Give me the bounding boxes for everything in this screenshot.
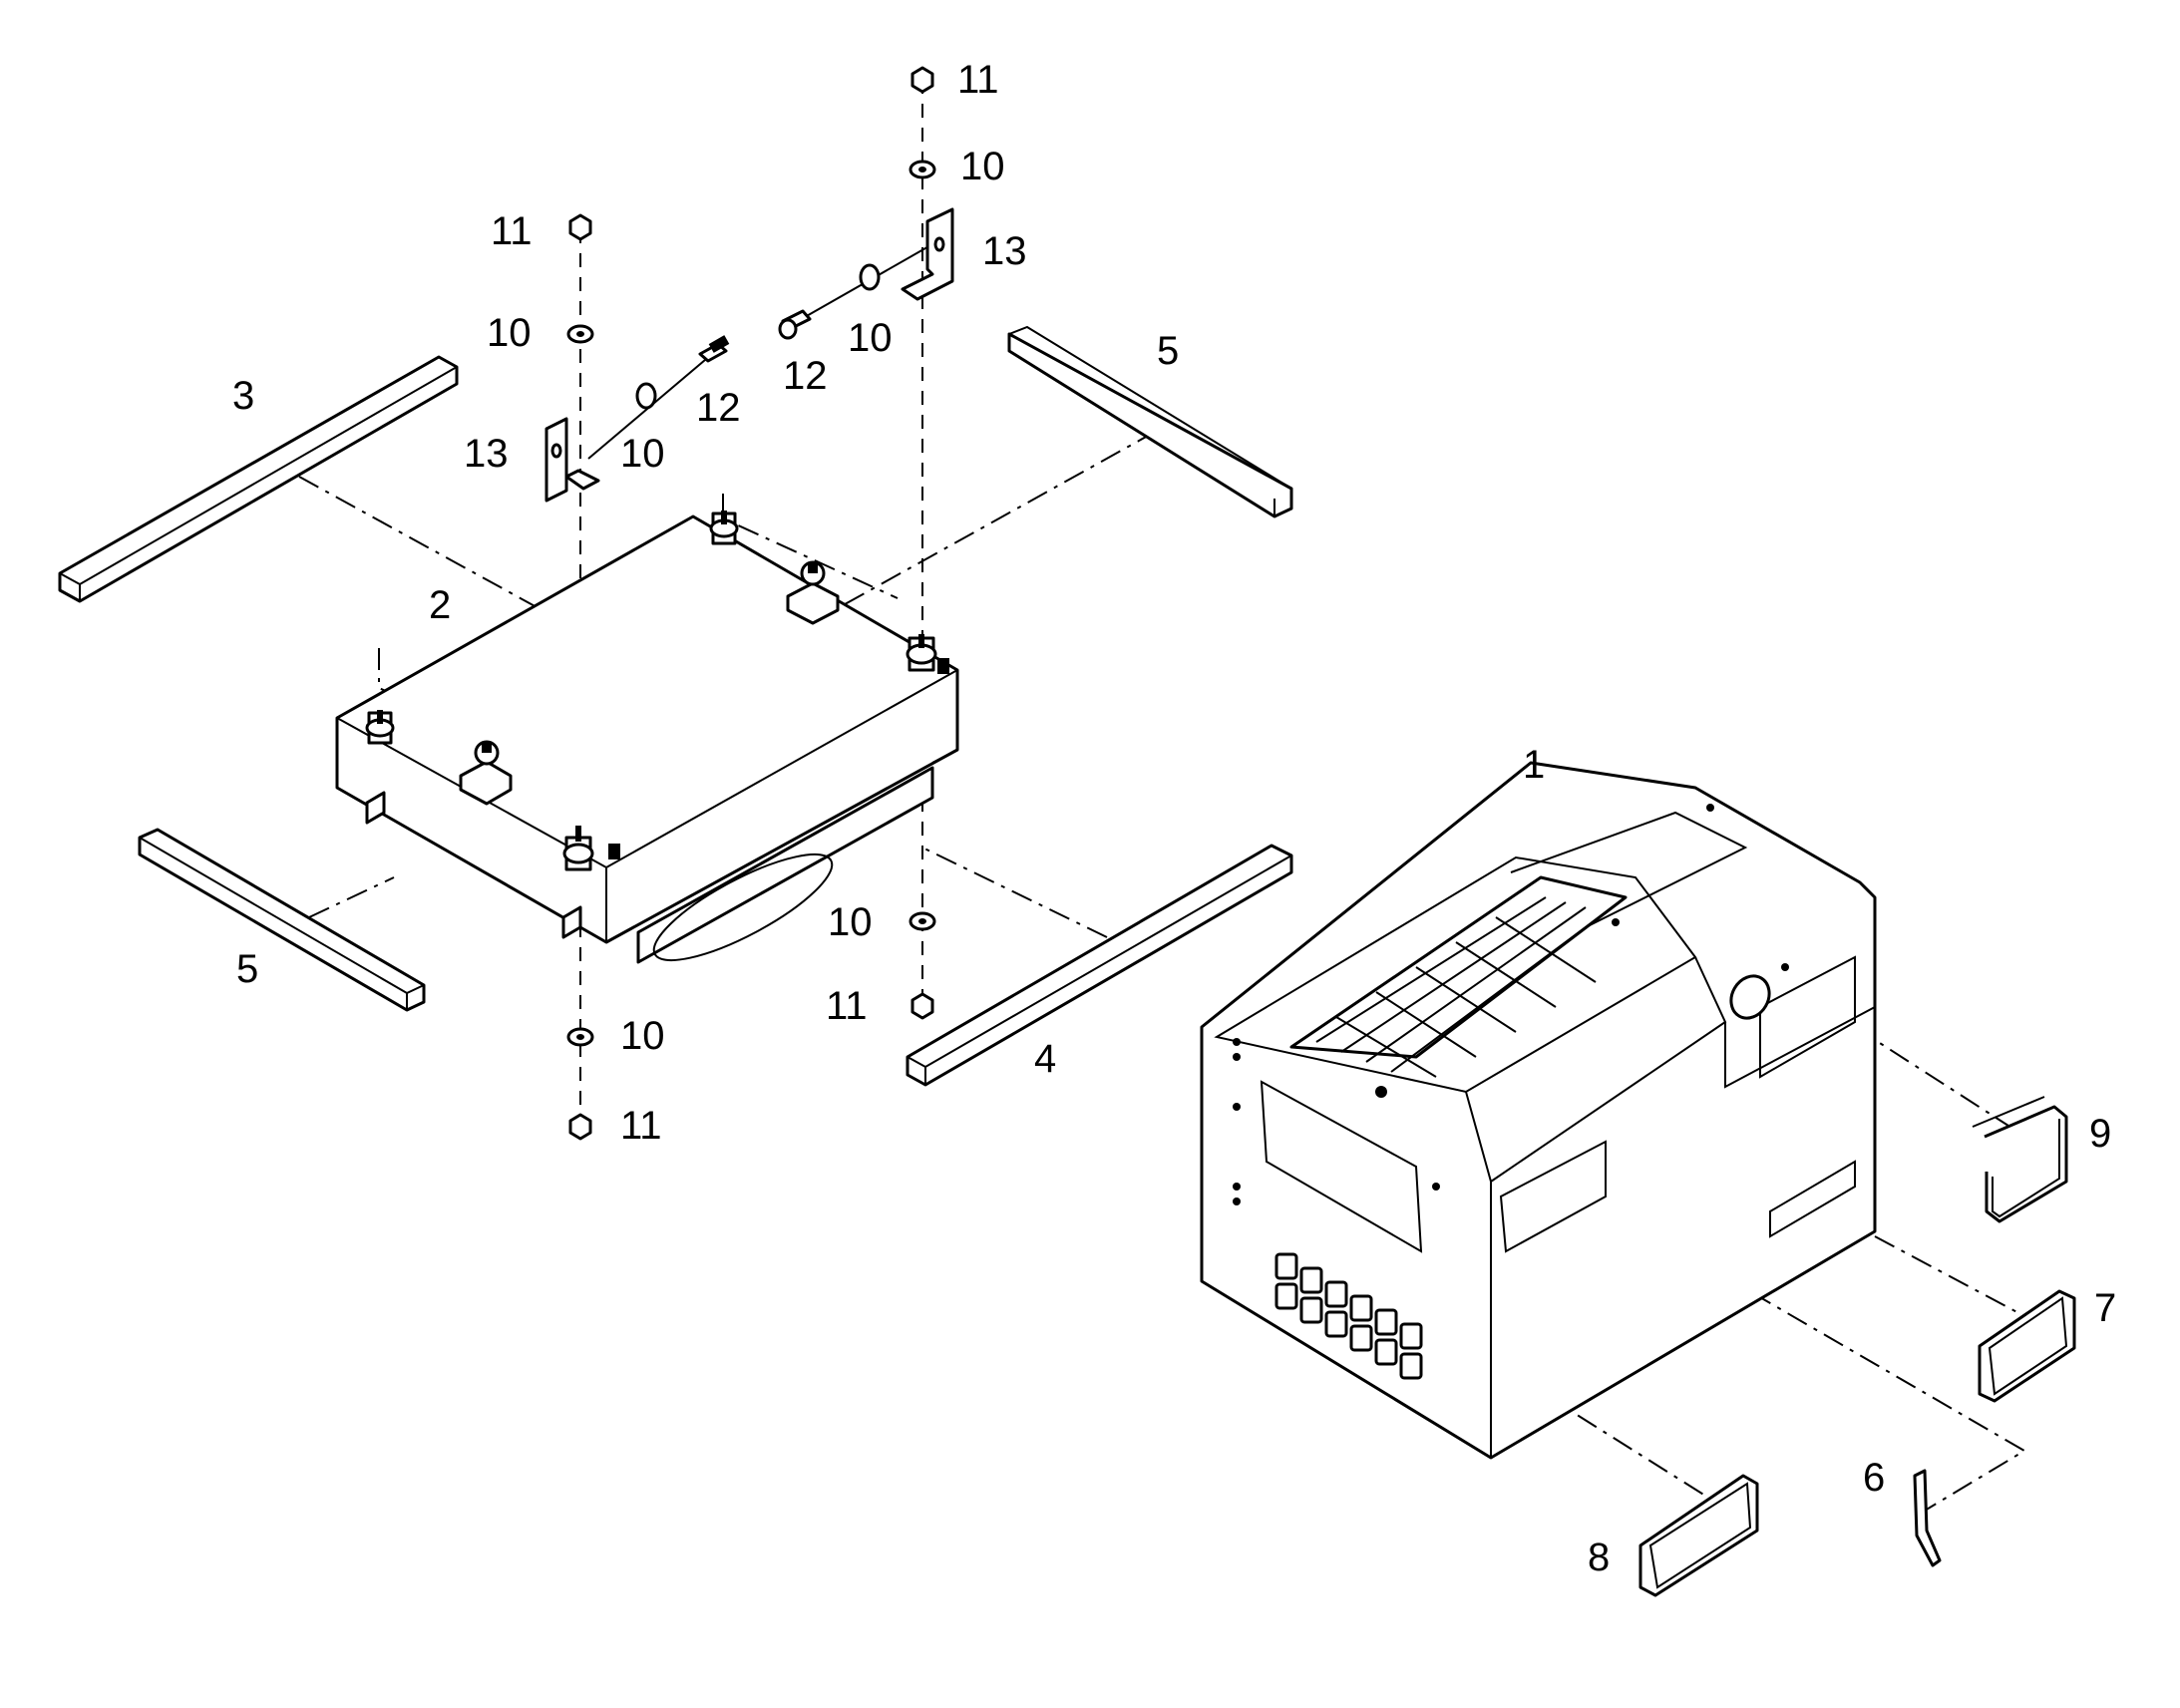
screw-12 bbox=[778, 309, 812, 340]
seal-6 bbox=[1913, 1469, 1942, 1567]
hose-fitting bbox=[459, 740, 513, 806]
bracket-13 bbox=[545, 417, 600, 503]
callout-part-8: 8 bbox=[1588, 1536, 1610, 1579]
callout-part-9: 9 bbox=[2089, 1112, 2111, 1156]
hose-fitting bbox=[786, 560, 840, 625]
foam-strip-5-bottom bbox=[138, 828, 426, 1012]
callout-part-1: 1 bbox=[1523, 743, 1545, 787]
mount-foot bbox=[562, 826, 594, 871]
foam-strip-5-top bbox=[1007, 325, 1293, 518]
callout-part-5: 5 bbox=[236, 947, 258, 991]
callout-part-10: 10 bbox=[620, 1014, 665, 1058]
callout-part-11: 11 bbox=[491, 209, 533, 253]
callout-part-5: 5 bbox=[1157, 329, 1179, 373]
mount-foot bbox=[709, 511, 739, 545]
callout-part-2: 2 bbox=[429, 583, 451, 627]
seal-8 bbox=[1638, 1474, 1759, 1597]
fastener-stack-left bbox=[566, 213, 594, 1141]
callout-part-13: 13 bbox=[464, 432, 509, 476]
callout-part-6: 6 bbox=[1863, 1456, 1885, 1500]
callout-part-12: 12 bbox=[783, 354, 828, 398]
washer-10 bbox=[635, 382, 657, 410]
foam-strip-4 bbox=[906, 844, 1293, 1087]
callout-part-10: 10 bbox=[620, 432, 665, 476]
callout-part-3: 3 bbox=[232, 374, 254, 418]
washer-10 bbox=[859, 263, 881, 291]
callout-part-10: 10 bbox=[487, 311, 532, 355]
callout-part-4: 4 bbox=[1034, 1037, 1056, 1081]
callout-labels: 1 2 3 4 5 5 6 7 8 9 10 10 10 10 10 10 11… bbox=[232, 58, 2116, 1579]
cooler-unit-2 bbox=[335, 511, 959, 964]
foam-strip-3 bbox=[58, 355, 459, 603]
callout-part-10: 10 bbox=[828, 900, 873, 944]
housing-1 bbox=[1200, 761, 1877, 1460]
callout-part-7: 7 bbox=[2094, 1286, 2116, 1330]
vent-slots bbox=[1274, 1252, 1423, 1380]
fastener-stack-right bbox=[908, 66, 936, 1020]
seal-9 bbox=[1972, 1096, 2068, 1223]
callout-part-13: 13 bbox=[982, 229, 1027, 273]
callout-part-11: 11 bbox=[620, 1104, 662, 1148]
callout-part-12: 12 bbox=[696, 386, 741, 430]
callout-part-11: 11 bbox=[957, 58, 999, 102]
callout-part-10: 10 bbox=[960, 145, 1005, 188]
grille bbox=[1315, 896, 1607, 1078]
mount-foot bbox=[906, 634, 937, 672]
callout-part-11: 11 bbox=[826, 984, 868, 1028]
mount-foot bbox=[365, 710, 395, 745]
callout-part-10: 10 bbox=[848, 316, 893, 360]
seal-7 bbox=[1978, 1289, 2076, 1403]
bracket-13 bbox=[901, 207, 954, 301]
screw-12 bbox=[698, 335, 730, 363]
